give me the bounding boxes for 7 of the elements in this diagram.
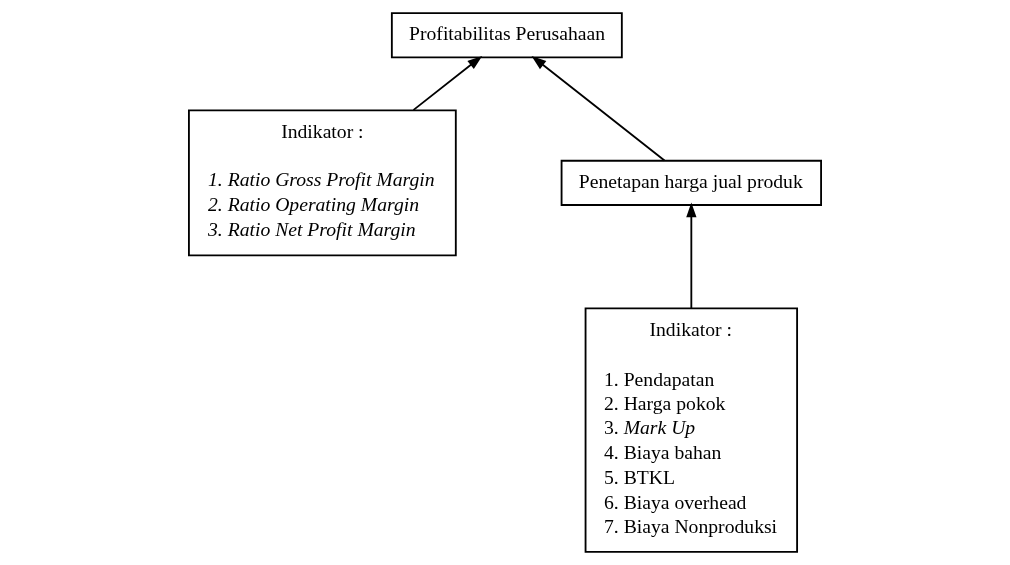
node-box: Indikator : 1. Ratio Gross Profit Margin 2. Ratio Operating Margin 3. Ratio Net Profit Margin xyxy=(188,109,457,257)
arrow xyxy=(412,55,483,111)
node-box: Penetapan harga jual produk xyxy=(560,159,822,206)
node-box: Profitabilitas Perusahaan xyxy=(390,12,623,59)
arrow xyxy=(531,55,666,162)
arrow xyxy=(686,202,697,310)
node-box: Indikator : 1. Pendapatan 2. Harga pokok 3. Mark Up 4. Biaya bahan 5. BTKL 6. Biaya overhead 7. Biaya Nonproduksi xyxy=(584,307,798,553)
